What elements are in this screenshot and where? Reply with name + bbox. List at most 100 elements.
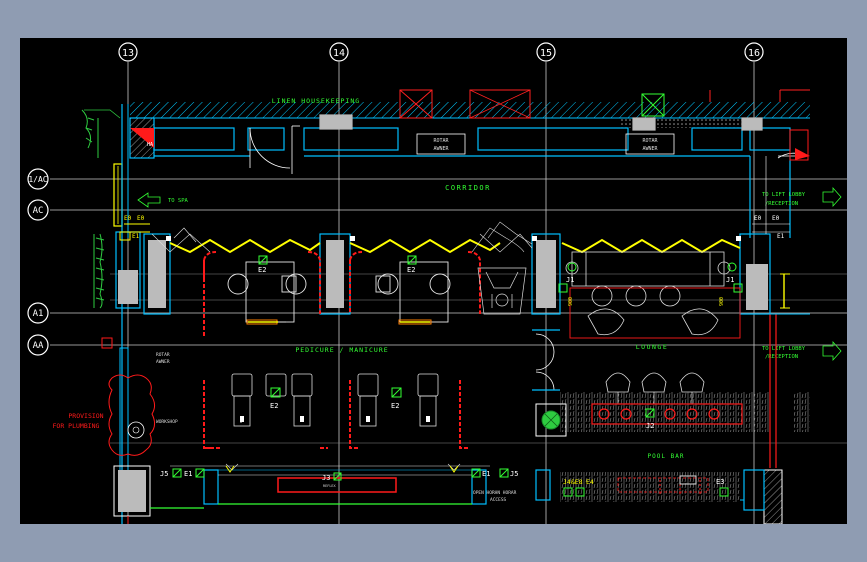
grid-label-aa: AA [33,341,44,351]
fixture-e2-top-left[interactable]: E2 [258,255,268,274]
fixture-j1-b[interactable]: J1 [726,262,743,293]
to-lift-lobby-arrow-top[interactable]: TO LIFT LOBBY /RECEPTION [762,186,842,208]
fixture-label: E0 [137,215,145,222]
grid-bubble-col-14[interactable]: 14 [329,42,349,62]
reception-counter-bottom[interactable] [277,477,397,493]
grid-label-a1: A1 [33,309,44,319]
fixtures-right-column[interactable]: E0 E0 E1 [752,215,790,240]
grid-bubble-col-16[interactable]: 16 [744,42,764,62]
massage-chair[interactable] [477,267,527,315]
fixture-label: J2 [646,422,654,430]
fixture-e3[interactable]: E3 [716,478,729,497]
note-to-lift-lobby: TO LIFT LOBBY [762,346,806,352]
note-bottom-2: ACCESS [490,497,507,503]
note-for-plumbing: FOR PLUMBING [53,422,100,430]
note-reception: /RECEPTION [765,201,798,207]
fixture-label: E1 [132,233,140,240]
fixture-label: E4 [586,478,594,486]
fixture-label: E2 [270,402,278,410]
note-bottom-1: OPEN HORHN HORAR [473,490,517,496]
grid-bubble-col-13[interactable]: 13 [118,42,138,62]
partition-columns [143,233,790,315]
fixture-j5-left[interactable]: J5 [160,468,182,478]
fixture-label: E3 [716,478,724,486]
top-wall-cavities [129,114,791,159]
plants-left-edge [81,109,105,309]
fixture-j5-right[interactable]: J5 [499,468,518,478]
grid-bubble-row-a1[interactable]: A1 [27,302,49,324]
lounge-furniture[interactable] [565,251,731,336]
to-lift-lobby-arrow-mid[interactable]: TO LIFT LOBBY /RECEPTION [762,340,842,362]
tag-text: AWNER [433,146,449,152]
cad-drawing-canvas[interactable]: 13 14 15 16 1/AC AC [20,38,847,524]
fixture-e2-bottom-right[interactable]: E2 [391,387,402,410]
fixture-label: J1 [726,276,734,284]
fixture-label: E2 [258,266,266,274]
note-to-lift-lobby: TO LIFT LOBBY [762,192,806,198]
grid-bubble-row-aa[interactable]: AA [27,334,49,356]
pedicure-chairs[interactable] [231,373,439,427]
note-to-spa: TO SPA [168,198,189,204]
plants-top-left [84,109,121,119]
grid-label-15: 15 [540,48,552,59]
fixture-label: E1 [482,470,490,478]
dimension-label: 900 [719,297,725,306]
dimension-label: 900 [568,297,574,306]
fixture-label: E0 [124,215,132,222]
fixture-label: E2 [407,266,415,274]
grid-label-16: 16 [748,48,760,59]
red-detail-top-left: HA [130,128,810,161]
label-ha: HA [147,142,153,148]
grid-bubble-row-1ac[interactable]: 1/AC [27,168,49,190]
corridor-walls [154,155,791,238]
plumbing-provision-outline: PROVISION FOR PLUMBING [53,374,156,456]
fixture-label: E1 [184,470,192,478]
room-label-lounge: LOUNGE [636,343,668,351]
pedicure-bottom-wall [150,469,487,509]
equipment-tag-top-1: ROTAR AWNER [416,133,466,155]
grid-bubble-row-ac[interactable]: AC [27,199,49,221]
grid-label-ac: AC [33,206,44,216]
note-provision: PROVISION [68,412,103,420]
fixture-e1-bottom-left[interactable]: E1 [184,465,235,478]
fixture-j1-a[interactable]: J1 [558,262,577,293]
fixture-label: J1 [566,276,574,284]
room-label-pedicure-manicure: PEDICURE / MANICURE [295,346,388,354]
grid-label-14: 14 [333,48,345,59]
room-label-pool-bar: POOL BAR [648,453,685,460]
equipment-tag-top-2: ROTAR AWNER [625,133,675,155]
bottom-linework [170,463,490,471]
to-spa-arrow[interactable]: TO SPA [137,192,189,208]
partition-markers [166,236,741,241]
grid-bubble-col-15[interactable]: 15 [536,42,556,62]
fixture-j3[interactable]: J3 REFLEX [322,472,342,488]
fixture-j4-e8[interactable]: J4&E8 E4 [563,478,594,497]
pool-bar-counter[interactable]: J2 [560,392,770,432]
fixture-label: E0 [772,215,780,222]
floor-plan-drawing: 13 14 15 16 1/AC AC [27,42,847,524]
tag-text: AWNER [642,146,658,152]
right-wall-lift-core [740,156,810,524]
grid-label-13: 13 [122,48,134,59]
tag-text: ROTAR [642,138,658,144]
planter-box [535,403,567,437]
pool-bar-lower [535,469,740,502]
label-reflex: REFLEX [323,484,337,488]
fixture-e2-top-right[interactable]: E2 [407,255,417,274]
fixture-e2-bottom-left[interactable]: E2 [270,387,281,410]
fixtures-left-column[interactable]: E0 E0 E1 [119,215,150,241]
note-awner: AWNER [156,359,170,365]
landscape-right-patch [794,392,810,432]
tag-text: ROTAR [433,138,449,144]
grid-label-1ac: 1/AC [28,175,47,184]
fixture-label: J4&E8 [563,478,583,486]
left-exterior-wall [101,104,151,524]
fixture-e1-bottom-right[interactable]: E1 [449,465,490,478]
red-curtain-brackets [203,251,481,449]
note-rotar: ROTAR [156,352,170,358]
treatment-station-right[interactable] [375,261,451,323]
zigzag-light-troughs [169,238,741,254]
zigzag-outline [151,221,533,253]
fixture-label: E1 [777,233,785,240]
